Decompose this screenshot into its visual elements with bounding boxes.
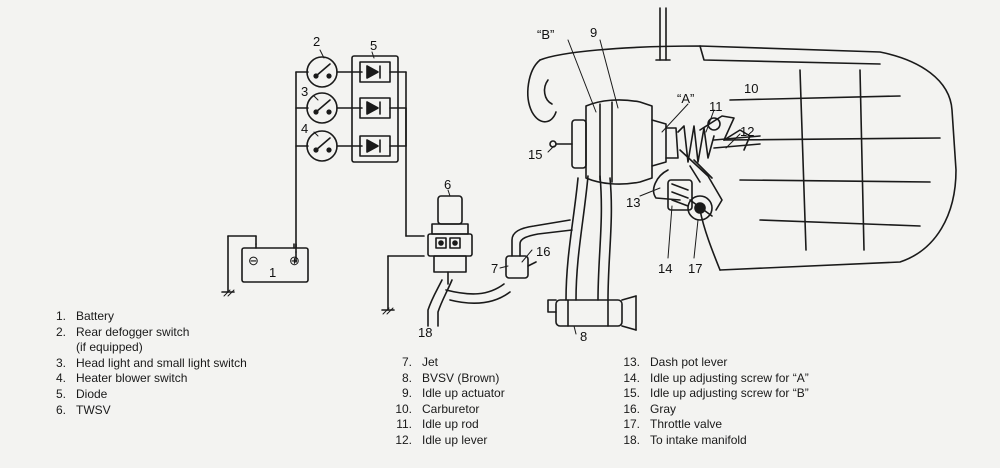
callout-A: “A” [677,91,695,106]
callout-7: 7 [491,261,499,276]
legend-item: 1.Battery [55,309,115,323]
callout-6: 6 [444,177,452,192]
adjusting-screw-and-throttle [667,179,713,221]
head-light-switch [306,92,338,124]
legend-column-2: 7.Jet 8.BVSV (Brown) 9.Idle up actuator … [390,355,505,449]
idle-up-actuator [549,99,761,185]
legend-item-note: (if equipped) [76,340,143,355]
carburetor-body [527,7,957,271]
legend-item: 6.TWSV [55,402,111,417]
vacuum-hoses [427,175,613,327]
legend-item: 14.Idle up adjusting screw for “A” [623,370,809,385]
callout-16: 16 [536,244,551,259]
callout-B: “B” [537,27,555,42]
battery-plus-symbol: ⊕ [289,253,300,268]
legend-item: 7.Jet [401,355,439,369]
callout-3: 3 [301,84,309,99]
callout-1: 1 [269,265,277,280]
legend-column-3: 13.Dash pot lever 14.Idle up adjusting s… [618,355,809,449]
callout-18: 18 [418,325,433,340]
callout-5: 5 [370,38,378,53]
callout-11: 11 [709,99,723,114]
rear-defogger-switch [306,56,338,88]
callout-14: 14 [658,261,673,276]
legend-item: 13.Dash pot lever [623,355,728,369]
legend-item: 12.Idle up lever [395,432,488,447]
legend-item: 11.Idle up rod [396,417,479,432]
callout-8: 8 [580,329,588,344]
legend-item: 5.Diode [55,386,108,401]
legend-item: 18.To intake manifold [623,432,747,447]
legend-item: 2.Rear defogger switch [55,324,190,339]
electrical-circuit [221,55,425,315]
legend-item: 8.BVSV (Brown) [401,370,500,385]
legend-item: 10.Carburetor [395,401,480,416]
callout-2: 2 [313,34,321,49]
legend-item: 3.Head light and small light switch [55,355,247,370]
jet [505,255,537,279]
callout-13: 13 [626,195,641,210]
leader-lines [313,39,741,335]
diode-box [351,55,399,163]
bvsv-valve [547,295,637,331]
legend-item: 17.Throttle valve [623,417,723,432]
callout-17: 17 [688,261,703,276]
callout-10: 10 [744,81,759,96]
callout-4: 4 [301,121,309,136]
callout-15: 15 [528,147,543,162]
callout-12: 12 [740,124,755,139]
legend-item: 9.Idle up actuator [401,386,505,401]
legend-item: 16.Gray [623,401,677,416]
twsv-valve [427,195,473,285]
idle-up-linkage [652,115,751,211]
legend-item: 4.Heater blower switch [55,371,188,386]
callout-9: 9 [590,25,598,40]
legend-column-1: 1.Battery 2.Rear defogger switch (if equ… [50,309,247,418]
heater-blower-switch [306,130,338,162]
legend-item: 15.Idle up adjusting screw for “B” [623,386,809,401]
battery-minus-symbol: ⊖ [248,253,259,268]
